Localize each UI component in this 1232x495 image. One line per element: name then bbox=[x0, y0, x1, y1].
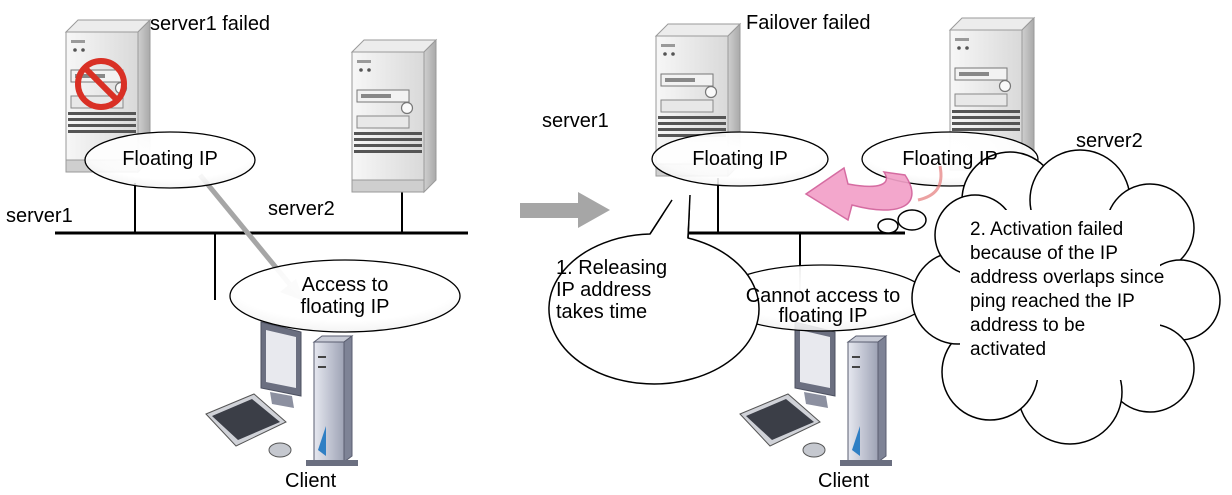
left-floating-ip-bubble bbox=[84, 131, 256, 189]
right-access-label: Cannot access to floating IP bbox=[745, 285, 901, 327]
left-client-pc-icon bbox=[205, 321, 359, 467]
left-access-label: Access to floating IP bbox=[300, 274, 390, 318]
right-server2-label: server2 bbox=[1076, 130, 1143, 152]
left-floating-ip-label: Floating IP bbox=[122, 148, 218, 170]
left-panel-title: server1 failed bbox=[150, 13, 271, 35]
callout-1-shape bbox=[548, 194, 760, 385]
left-client-label: Client bbox=[285, 470, 337, 492]
left-access-bubble bbox=[229, 259, 461, 333]
right-server2-floating-ip-label: Floating IP bbox=[902, 148, 998, 170]
callout-2-cloud bbox=[877, 149, 1221, 445]
callout-2-text: 2. Activation failed because of the IP a… bbox=[970, 219, 1165, 360]
left-server2-label: server2 bbox=[268, 198, 335, 220]
right-server1-floating-ip-bubble bbox=[651, 131, 829, 187]
right-client-pc-icon bbox=[739, 321, 893, 467]
right-server1-label: server1 bbox=[542, 110, 609, 132]
right-server1-floating-ip-label: Floating IP bbox=[692, 148, 788, 170]
left-server1-label: server1 bbox=[6, 205, 73, 227]
right-client-label: Client bbox=[818, 470, 870, 492]
prohibited-icon bbox=[75, 58, 127, 110]
callout-1-text: 1. Releasing IP address takes time bbox=[556, 257, 668, 323]
failover-arrow-icon bbox=[804, 165, 943, 222]
transition-arrow-icon bbox=[520, 192, 610, 228]
left-server2-icon bbox=[351, 39, 437, 193]
right-panel-title: Failover failed bbox=[746, 12, 871, 34]
